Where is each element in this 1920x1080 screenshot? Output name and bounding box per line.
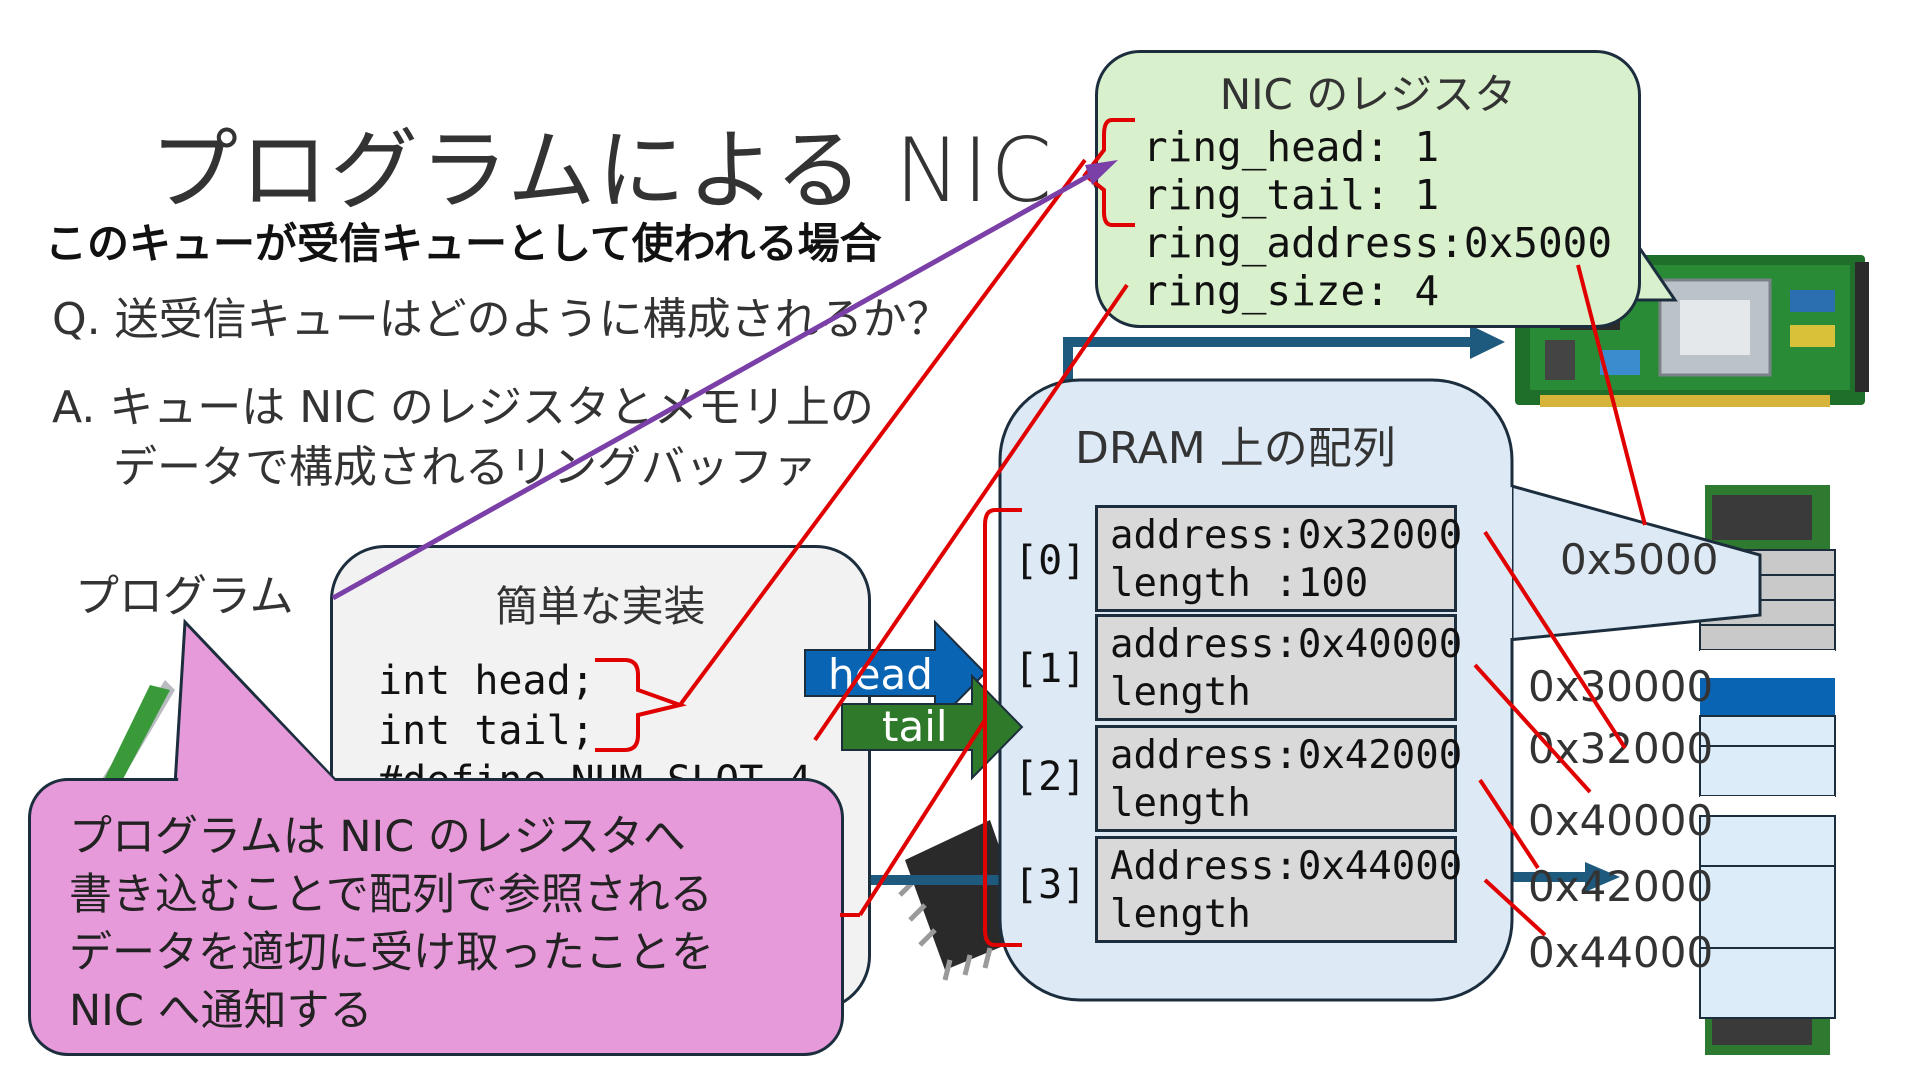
page-title: プログラムによる NIC の	[150, 119, 1174, 222]
slot-3-length: length	[1110, 892, 1251, 937]
note-line-3: データを適切に受け取ったことを	[69, 928, 714, 978]
mem-address-0x30000: 0x30000	[1528, 662, 1714, 711]
head-arrow-label: head	[828, 650, 933, 699]
slot-1-length: length	[1110, 670, 1251, 715]
program-label: プログラム	[75, 571, 294, 622]
tail-arrow-label: tail	[882, 702, 948, 751]
slot-index-3: [3]	[1014, 862, 1087, 908]
mem-address-0x44000: 0x44000	[1528, 928, 1714, 977]
code-line-tail: int tail;	[378, 708, 595, 754]
register-ring-tail: ring_tail: 1	[1143, 171, 1440, 219]
note-line-4: NIC へ通知する	[69, 986, 373, 1036]
ring-slot-1: address:0x40000 length	[1095, 614, 1462, 721]
tail-arrow	[841, 673, 1024, 781]
page-subtitle: このキューが受信キューとして使われる場合	[45, 219, 882, 268]
answer-text-line2: データで構成されるリングバッファ	[113, 442, 817, 493]
slot-3-address: Address:0x44000	[1110, 844, 1463, 889]
slot-0-address: address:0x32000	[1110, 513, 1463, 558]
ring-slot-3: Address:0x44000 length	[1095, 836, 1462, 943]
mem-address-0x32000: 0x32000	[1528, 724, 1714, 773]
slot-index-0: [0]	[1014, 538, 1087, 584]
slot-index-1: [1]	[1014, 646, 1087, 692]
register-ring-size: ring_size: 4	[1143, 267, 1440, 315]
slot-2-address: address:0x42000	[1110, 733, 1463, 778]
mem-address-0x40000: 0x40000	[1528, 796, 1714, 845]
dram-title: DRAM 上の配列	[1075, 423, 1396, 474]
slot-1-address: address:0x40000	[1110, 622, 1463, 667]
ring-slot-2: address:0x42000 length	[1095, 725, 1462, 832]
slot-2-length: length	[1110, 781, 1251, 826]
mem-address-0x42000: 0x42000	[1528, 862, 1714, 911]
code-line-head: int head;	[378, 658, 595, 704]
note-box: プログラムは NIC のレジスタへ 書き込むことで配列で参照される データを適切…	[28, 778, 844, 1056]
nic-register-box: NIC のレジスタ ring_head: 1 ring_tail: 1 ring…	[1095, 50, 1641, 328]
register-ring-head: ring_head: 1	[1143, 123, 1440, 171]
nic-register-title: NIC のレジスタ	[1219, 70, 1517, 119]
register-ring-address: ring_address:0x5000	[1143, 219, 1612, 267]
ring-slot-0: address:0x32000 length :100	[1095, 505, 1462, 612]
mem-address-0x5000: 0x5000	[1560, 535, 1719, 584]
slot-index-2: [2]	[1014, 754, 1087, 800]
head-arrow	[804, 619, 987, 727]
code-box-title: 簡単な実装	[495, 582, 706, 631]
note-line-2: 書き込むことで配列で参照される	[69, 870, 713, 920]
server-image	[95, 680, 175, 800]
answer-text-line1: A. キューは NIC のレジスタとメモリ上の	[52, 382, 874, 433]
slot-0-length: length :100	[1110, 561, 1369, 606]
note-line-1: プログラムは NIC のレジスタへ	[69, 812, 686, 862]
